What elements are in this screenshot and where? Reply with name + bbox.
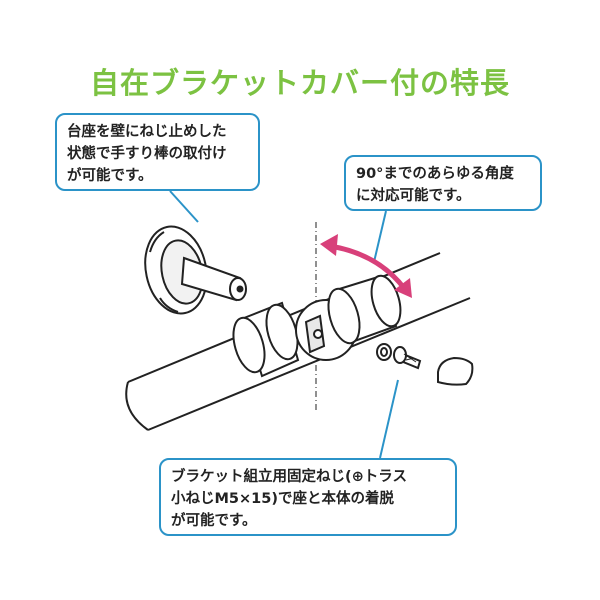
callout-angle: 90°までのあらゆる角度 に対応可能です。 (344, 155, 542, 211)
callout-leader-screw (379, 379, 399, 459)
right-collar (327, 274, 402, 345)
callout-leader-angle (373, 210, 387, 263)
callout-angle-line-2: に対応可能です。 (356, 188, 471, 204)
callout-wall-mount-line-2: 状態で手すり棒の取付け (67, 146, 227, 162)
callout-wall-mount-line-1: 台座を壁にねじ止めした (67, 124, 227, 140)
left-collar (232, 301, 300, 378)
rotation-arrow (320, 234, 412, 298)
callout-wall-mount-line-3: が可能です。 (67, 168, 153, 184)
callout-angle-line-1: 90°までのあらゆる角度 (356, 166, 514, 182)
callout-screw-line-3: が可能です。 (171, 513, 257, 529)
cap (437, 356, 474, 386)
callout-screw: ブラケット組立用固定ねじ(⊕トラス 小ねじM5×15)で座と本体の着脱 が可能で… (159, 458, 457, 536)
callout-screw-line-2: 小ねじM5×15)で座と本体の着脱 (171, 491, 394, 507)
callout-leader-wall (169, 190, 199, 223)
wall-stem (180, 256, 247, 302)
callout-wall-mount: 台座を壁にねじ止めした 状態で手すり棒の取付け が可能です。 (55, 113, 260, 191)
screw (393, 346, 422, 370)
page-title: 自在ブラケットカバー付の特長 (89, 66, 510, 100)
washer (376, 343, 392, 361)
callout-screw-line-1: ブラケット組立用固定ねじ(⊕トラス (171, 469, 407, 485)
